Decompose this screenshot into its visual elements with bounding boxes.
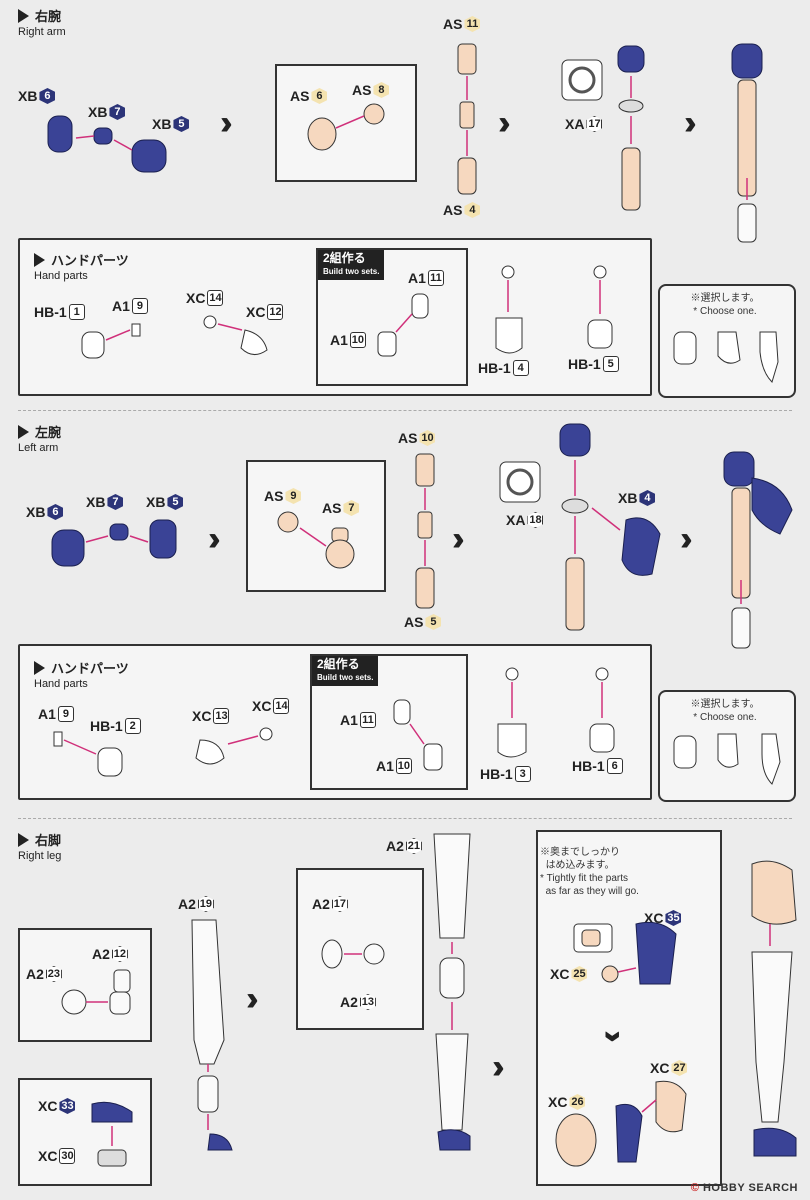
down-chevron: ›› [594,1030,633,1033]
part-drawing [53,727,273,777]
next-step-chevron: ›› [492,1048,504,1086]
part-drawing [415,453,435,609]
choose-one-note: ※選択します。* Choose one. [690,293,760,317]
part-drawing [393,699,443,771]
part-drawing [497,667,615,758]
leg-drawing [191,919,233,1151]
assembled-leg-drawing [751,860,797,1157]
part-drawing [47,115,167,173]
part-drawing [51,519,177,567]
triangle-icon [18,424,29,439]
hand-parts-title: ハンドパーツ Hand parts [34,660,129,690]
next-step-chevron: ›› [220,104,232,142]
part-drawing [321,939,385,969]
part-drawing [81,315,268,359]
assembled-arm-drawing [723,451,793,649]
fit-tightly-note: ※奥までしっかり はめ込みます。* Tightly fit the parts … [540,847,639,897]
part-drawing [495,265,613,354]
part-drawing [555,1080,687,1167]
leg-drawing [433,833,471,1151]
part-drawing [277,511,355,569]
next-step-chevron: ›› [684,104,696,142]
section-title-right-leg: 右脚 Right leg [18,832,62,862]
watermark: © HOBBY SEARCH [690,1182,798,1194]
choose-one-note: ※選択します。* Choose one. [690,699,760,723]
section-title-right-arm: 右腕 Right arm [18,8,66,38]
part-drawing [61,969,131,1015]
part-drawing [377,293,429,357]
part-drawing [91,1101,133,1167]
part-drawing [561,45,645,211]
assembled-arm-drawing [731,43,763,243]
triangle-icon [18,832,29,847]
triangle-icon [34,252,45,267]
hand-options-drawing [673,331,779,383]
triangle-icon [34,660,45,675]
hand-options-drawing [673,733,781,785]
sub-assembly-box [18,1078,152,1186]
part-drawing [499,423,661,631]
part-drawing [457,43,477,195]
next-step-chevron: ›› [498,104,510,142]
triangle-icon [18,8,29,23]
sub-assembly-box [246,460,386,592]
next-step-chevron: ›› [208,520,220,558]
section-divider [18,818,792,819]
next-step-chevron: ›› [680,520,692,558]
next-step-chevron: ›› [452,520,464,558]
hand-parts-title: ハンドパーツ Hand parts [34,252,129,282]
section-title-left-arm: 左腕 Left arm [18,424,62,454]
part-drawing [573,921,677,985]
part-drawing [307,103,385,151]
section-divider [18,410,792,411]
next-step-chevron: ›› [246,980,258,1018]
